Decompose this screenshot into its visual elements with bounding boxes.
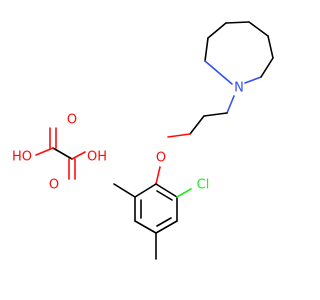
azepane-ring: N xyxy=(204,21,274,96)
atom-label-o-top: O xyxy=(67,113,77,128)
bond-ar4-ar5 xyxy=(134,220,157,234)
bond-c2-c3 xyxy=(267,35,274,59)
bond-c3-c4 xyxy=(248,21,269,37)
aryl-substituents: Cl xyxy=(113,178,210,260)
bond-c5-c6 xyxy=(207,22,227,39)
bond-ar6-ar1 xyxy=(134,183,157,198)
bond-c2-oh xyxy=(71,151,86,160)
atom-label-cl: Cl xyxy=(197,178,210,193)
bond-c4-c5 xyxy=(225,21,250,24)
bond-ar-cl xyxy=(176,188,192,198)
bond-ar-inner-1 xyxy=(156,190,173,201)
bond-c1-oh xyxy=(35,147,54,156)
bond-c6-c7 xyxy=(204,37,209,62)
propyl-linker: O xyxy=(155,95,235,185)
bond-ch2-ch2-2 xyxy=(189,115,205,135)
aryl-ring xyxy=(134,183,178,234)
oxalic-acid: O HO OH O xyxy=(12,113,107,193)
bond-n-c1 xyxy=(244,76,262,84)
bond-ch2-o xyxy=(167,133,191,138)
atom-label-ho: HO xyxy=(12,150,32,165)
bond-ar-inner-2 xyxy=(156,217,172,227)
atom-label-o-bottom: O xyxy=(49,178,59,193)
atom-label-o-ether: O xyxy=(156,151,166,166)
bond-c1-c2 xyxy=(260,57,274,78)
bond-ch2-ch2 xyxy=(203,112,228,117)
atom-label-oh: OH xyxy=(87,150,107,165)
bond-ar3-ar4 xyxy=(155,220,178,234)
bond-n-ch2 xyxy=(226,95,235,114)
atom-label-n: N xyxy=(234,81,244,96)
bond-o-aryl xyxy=(155,166,161,185)
bond-ar-ch3-left xyxy=(113,183,136,198)
bond-c7-n xyxy=(204,60,233,85)
chemical-structure-diagram: O HO OH O N O Cl xyxy=(12,21,274,260)
bond-ar1-ar2 xyxy=(155,183,178,198)
bond-c1-c2 xyxy=(52,147,73,160)
